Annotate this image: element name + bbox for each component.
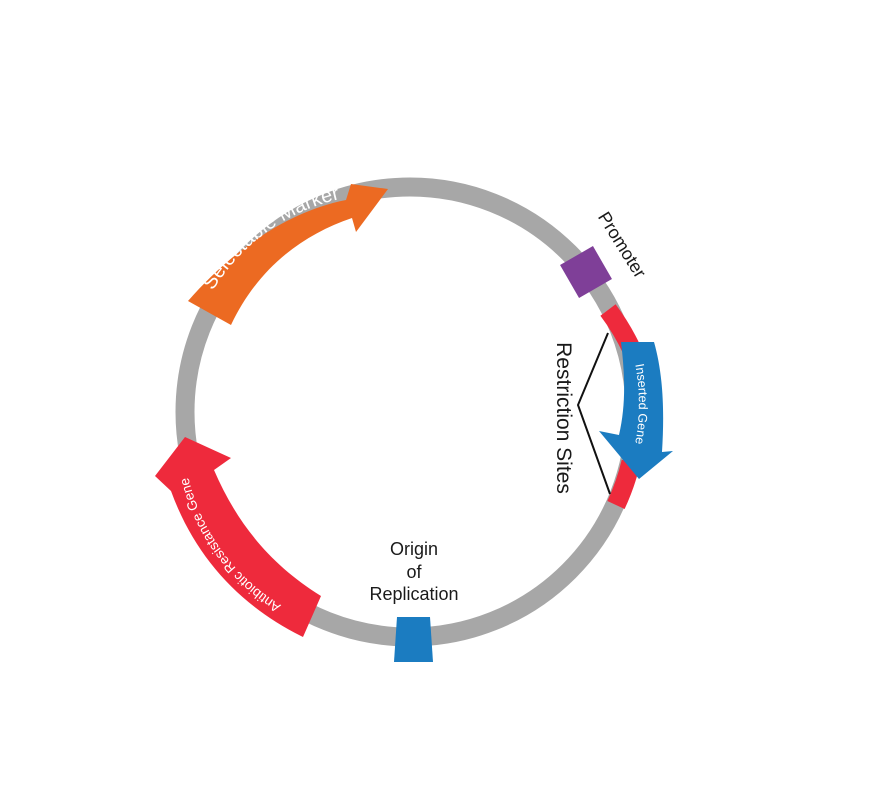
inserted-gene-label: Inserted Gene [632, 363, 650, 446]
origin-label-line3: Replication [369, 584, 458, 604]
inserted-gene-arrow [599, 342, 673, 479]
antibiotic-resistance-arrow [155, 437, 321, 637]
restriction-sites-bracket [576, 332, 611, 495]
promoter-block [560, 246, 612, 298]
origin-label-line1: Origin [390, 539, 438, 559]
origin-block [394, 617, 433, 662]
origin-label-line2: of [406, 562, 422, 582]
restriction-sites-label: Restriction Sites [552, 342, 575, 494]
selectable-marker-arrow [188, 184, 388, 325]
inserted-gene-text: Inserted Gene [632, 363, 650, 446]
